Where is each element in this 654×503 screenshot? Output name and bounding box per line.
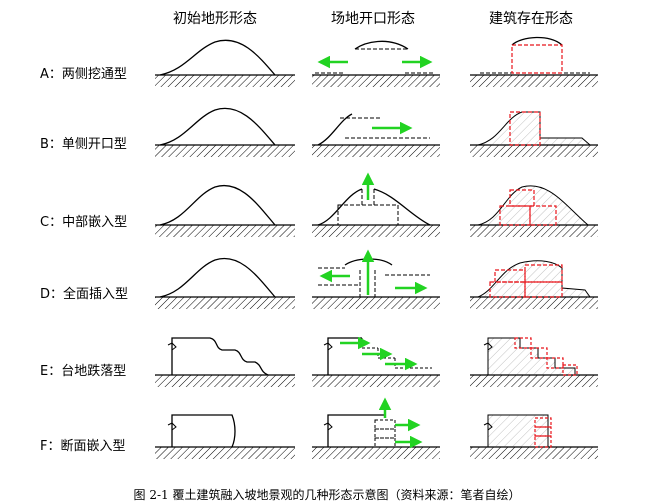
row-b-diagrams <box>155 107 598 157</box>
d-building-form <box>470 260 598 309</box>
row-label-b: B：单侧开口型 <box>40 137 127 152</box>
row-a-diagrams <box>155 36 598 87</box>
c-building-form <box>470 185 598 237</box>
b-building-form <box>470 111 598 157</box>
f-site-opening <box>312 397 440 459</box>
d-site-opening <box>312 249 440 309</box>
row-e-diagrams <box>155 336 598 387</box>
row-label-d: D：全面插入型 <box>40 287 129 302</box>
figure-caption: 图 2-1 覆土建筑融入坡地景观的几种形态示意图（资料来源：笔者自绘） <box>133 488 521 502</box>
b-site-opening <box>312 113 440 157</box>
row-d-diagrams <box>155 249 598 309</box>
row-label-f: F：断面嵌入型 <box>40 439 126 454</box>
a-building-form <box>470 36 598 87</box>
c-site-opening <box>312 172 440 237</box>
c-initial-terrain <box>155 184 295 237</box>
e-site-opening <box>312 336 440 387</box>
row-c-diagrams <box>155 172 598 237</box>
row-label-c: C：中部嵌入型 <box>40 215 128 230</box>
d-initial-terrain <box>155 257 295 309</box>
e-building-form <box>470 337 598 387</box>
f-initial-terrain <box>155 414 295 459</box>
header-building-form: 建筑存在形态 <box>489 11 573 27</box>
f-building-form <box>470 414 598 459</box>
a-site-opening <box>312 40 440 87</box>
e-initial-terrain <box>155 337 295 387</box>
header-initial-terrain: 初始地形形态 <box>173 11 257 27</box>
row-label-e: E：台地跌落型 <box>40 364 127 379</box>
a-initial-terrain <box>155 39 295 87</box>
row-label-a: A：两侧挖通型 <box>40 67 127 82</box>
row-f-diagrams <box>155 397 598 459</box>
b-initial-terrain <box>155 107 295 157</box>
header-site-opening: 场地开口形态 <box>331 11 415 27</box>
